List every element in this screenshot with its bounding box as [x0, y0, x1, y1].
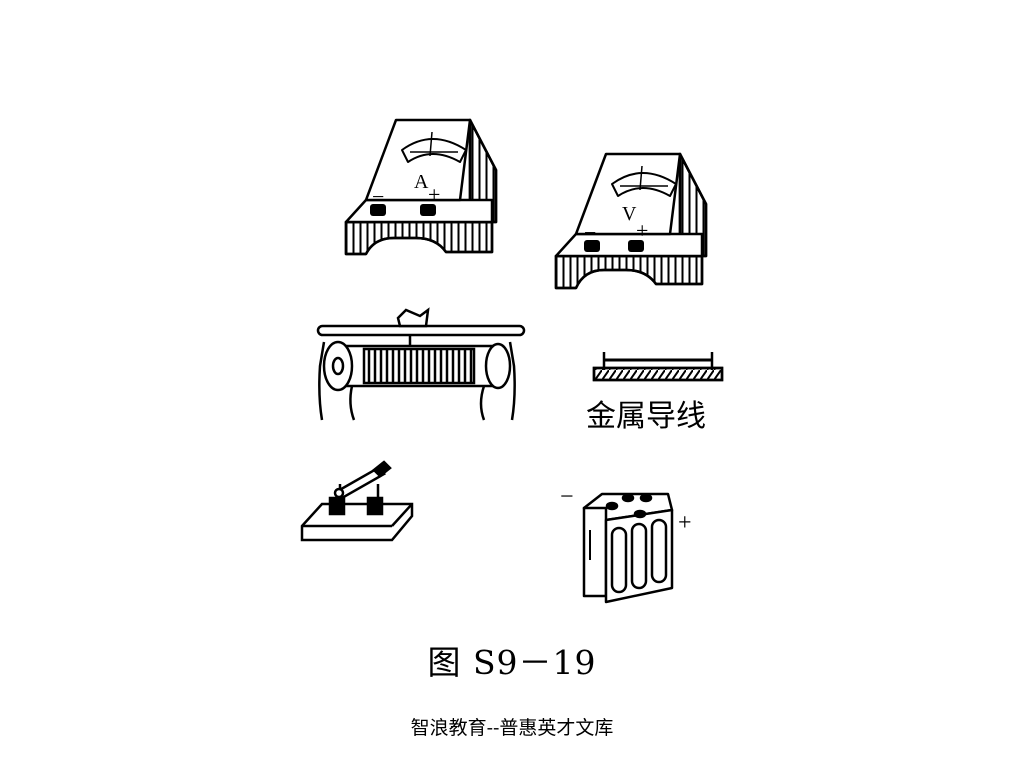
ammeter-plus-terminal	[420, 204, 436, 216]
ammeter	[344, 118, 498, 256]
battery-minus-label: −	[560, 484, 574, 510]
ammeter-symbol: A	[414, 171, 429, 193]
voltmeter-minus-label: −	[584, 220, 596, 245]
figure-caption: 图 S9－19	[427, 643, 597, 682]
battery	[582, 492, 674, 604]
knife-switch	[300, 460, 414, 542]
metal-wire-board	[592, 352, 724, 382]
ammeter-minus-label: −	[372, 184, 384, 209]
voltmeter-plus-terminal	[628, 240, 644, 252]
voltmeter-terminals	[584, 240, 644, 252]
wire-label: 金属导线	[586, 399, 706, 434]
rheostat	[316, 307, 526, 421]
ammeter-minus-terminal	[370, 204, 386, 216]
ammeter-terminals	[370, 204, 436, 216]
battery-plus-label: +	[678, 510, 692, 536]
voltmeter-symbol: V	[622, 203, 637, 225]
footer-text: 智浪教育--普惠英才文库	[410, 717, 614, 739]
voltmeter-plus-label: +	[636, 218, 648, 243]
voltmeter-minus-terminal	[584, 240, 600, 252]
ammeter-plus-label: +	[428, 182, 440, 207]
